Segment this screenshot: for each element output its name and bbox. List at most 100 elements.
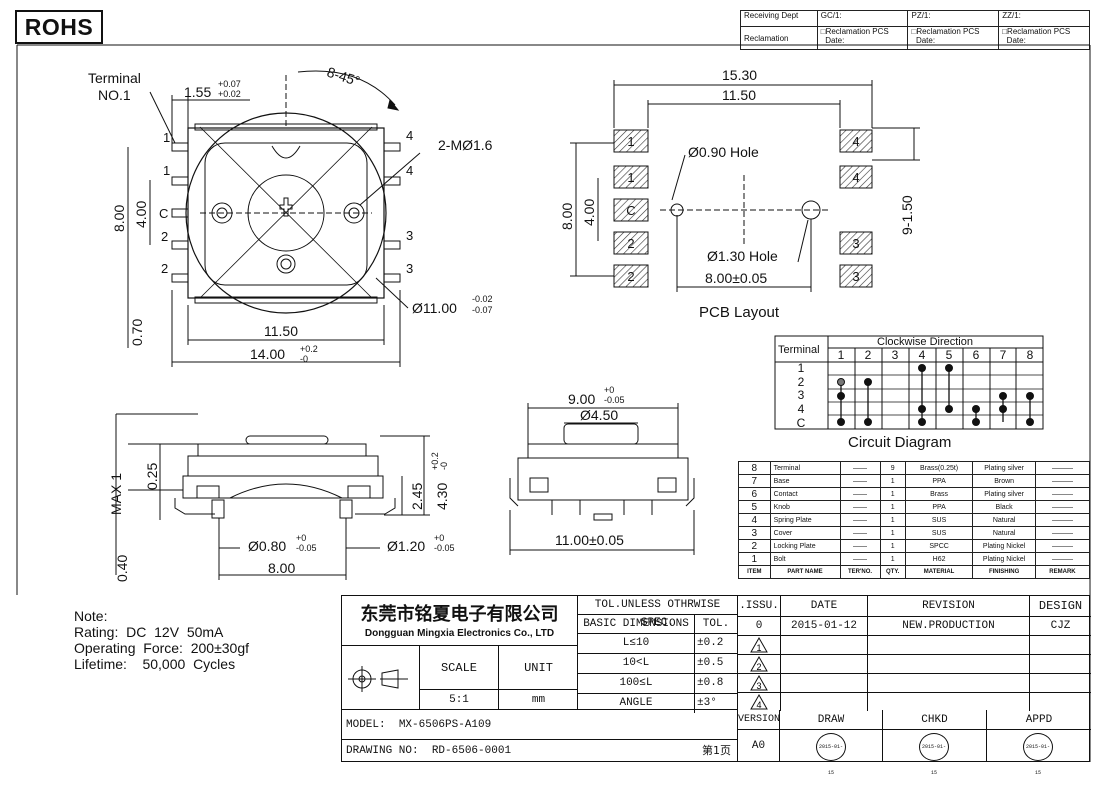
parts-header-item: ITEM xyxy=(738,565,771,579)
end-dim-1100: 11.00±0.05 xyxy=(555,532,624,548)
parts-cell-finish: Natural xyxy=(972,513,1036,527)
parts-cell-item: 5 xyxy=(738,500,771,514)
tol-range: ANGLE xyxy=(578,694,695,713)
chkd-stamp-icon: 2015-01-15 xyxy=(919,733,949,776)
side-dim-120-up: +0 xyxy=(434,533,444,543)
appd-label: APPD xyxy=(987,710,1091,730)
pin-r-3: 3 xyxy=(406,228,413,243)
dim-400: 4.00 xyxy=(133,201,149,228)
tol-row: ANGLE±3° xyxy=(578,694,737,713)
parts-cell-material: SPCC xyxy=(904,539,974,553)
dim-070: 0.70 xyxy=(129,319,145,346)
parts-cell-remark: ——— xyxy=(1034,500,1091,514)
issu-label: .ISSU. xyxy=(738,596,781,616)
dia-1100-tol-up: -0.02 xyxy=(472,294,493,304)
note-title: Note: xyxy=(74,608,108,624)
issue-date: 2015-01-12 xyxy=(781,617,868,635)
pin-l-1: 1 xyxy=(163,130,170,145)
side-dim-080-up: +0 xyxy=(296,533,306,543)
parts-cell-ter: —— xyxy=(839,539,881,553)
title-block: 东莞市铭夏电子有限公司 Dongguan Mingxia Electronics… xyxy=(341,595,1091,776)
tol-range: L≤10 xyxy=(578,634,695,653)
end-view-labels: 9.00 +0 -0.05 Ø4.50 11.00±0.05 xyxy=(555,385,625,548)
note-rating: Rating: DC 12V 50mA xyxy=(74,624,224,640)
parts-header-qty: QTY. xyxy=(879,565,906,579)
parts-header-finish: FINISHING xyxy=(972,565,1036,579)
pos-8: 8 xyxy=(1027,348,1034,362)
row-1: 1 xyxy=(798,361,805,375)
pad-r-2: 4 xyxy=(852,170,859,185)
parts-cell-name: Base xyxy=(769,474,841,488)
parts-cell-qty: 1 xyxy=(879,539,906,553)
revision-row: 2 xyxy=(738,655,1091,674)
pcb-dim-800-tol: 8.00±0.05 xyxy=(705,270,767,286)
parts-cell-name: Contact xyxy=(769,487,841,501)
pin-r-2: 4 xyxy=(406,163,413,178)
pin-l-2: 1 xyxy=(163,163,170,178)
parts-header-ter: TER'NO. xyxy=(839,565,881,579)
draw-label: DRAW xyxy=(780,710,883,730)
terminal-no: NO.1 xyxy=(98,87,131,103)
circuit-title: Clockwise Direction xyxy=(877,336,973,348)
parts-cell-qty: 1 xyxy=(879,526,906,540)
parts-cell-ter: —— xyxy=(839,526,881,540)
scale-value: 5:1 xyxy=(420,690,499,710)
revision-cell xyxy=(868,655,1030,673)
dim-1400-tol-up: +0.2 xyxy=(300,344,318,354)
parts-cell-finish: Plating silver xyxy=(972,461,1036,475)
pcb-dim-150: 9-1.50 xyxy=(899,195,915,235)
pad-l-2: 1 xyxy=(627,170,634,185)
parts-cell-remark: ——— xyxy=(1034,526,1091,540)
revision-number: 2 xyxy=(756,662,761,672)
parts-cell-finish: Natural xyxy=(972,526,1036,540)
revision-number: 1 xyxy=(756,643,761,653)
pos-4: 4 xyxy=(919,348,926,362)
pin-l-3: C xyxy=(159,206,168,221)
revision-row: 4 xyxy=(738,693,1091,711)
parts-cell-finish: Black xyxy=(972,500,1036,514)
side-max1: MAX 1 xyxy=(108,473,124,515)
appd-stamp-cell: 2015-01-15 xyxy=(987,730,1091,776)
terminal-label: Terminal xyxy=(88,70,141,86)
circuit-labels: Clockwise Direction Terminal 1 2 3 4 5 6… xyxy=(778,336,1034,430)
side-dim-080: Ø0.80 xyxy=(248,538,286,554)
parts-cell-finish: Plating Nickel xyxy=(972,539,1036,553)
revision-row: 1 xyxy=(738,636,1091,655)
draw-stamp-icon: 2015-01-15 xyxy=(816,733,846,776)
parts-cell-material: PPA xyxy=(904,500,974,514)
pad-l-4: 2 xyxy=(627,236,634,251)
parts-cell-remark: ——— xyxy=(1034,552,1091,566)
drawing-row: DRAWING NO: RD-6506-0001 第1页 xyxy=(342,740,738,762)
revision-triangle-icon: 3 xyxy=(738,674,781,692)
pad-l-5: 2 xyxy=(627,269,634,284)
pcb-dim-1150: 11.50 xyxy=(722,87,756,103)
notes: Note: Rating: DC 12V 50mA Operating Forc… xyxy=(74,608,249,672)
revision-cell xyxy=(868,693,1030,711)
tol-row: 10<L±0.5 xyxy=(578,654,737,674)
parts-header-material: MATERIAL xyxy=(904,565,974,579)
chkd-label: CHKD xyxy=(883,710,987,730)
hole-2m-label: 2-MØ1.6 xyxy=(438,137,493,153)
parts-cell-finish: Plating silver xyxy=(972,487,1036,501)
parts-cell-material: H62 xyxy=(904,552,974,566)
parts-cell-material: SUS xyxy=(904,526,974,540)
row-c: C xyxy=(797,416,806,430)
parts-cell-item: 6 xyxy=(738,487,771,501)
drawing-no: RD-6506-0001 xyxy=(431,745,512,757)
pcb-title: PCB Layout xyxy=(699,304,780,321)
pos-7: 7 xyxy=(1000,348,1007,362)
revision-number: 4 xyxy=(756,700,761,710)
tol-label: TOL. xyxy=(702,618,730,630)
parts-cell-ter: —— xyxy=(839,487,881,501)
parts-cell-name: Spring Plate xyxy=(769,513,841,527)
parts-cell-material: PPA xyxy=(904,474,974,488)
revision-grid: .ISSU. DATE REVISION DESIGN 0 2015-01-12… xyxy=(738,596,1091,711)
row-4: 4 xyxy=(798,402,805,416)
parts-cell-item: 4 xyxy=(738,513,771,527)
parts-cell-finish: Plating Nickel xyxy=(972,552,1036,566)
note-force: Operating Force: 200±30gf xyxy=(74,640,250,656)
